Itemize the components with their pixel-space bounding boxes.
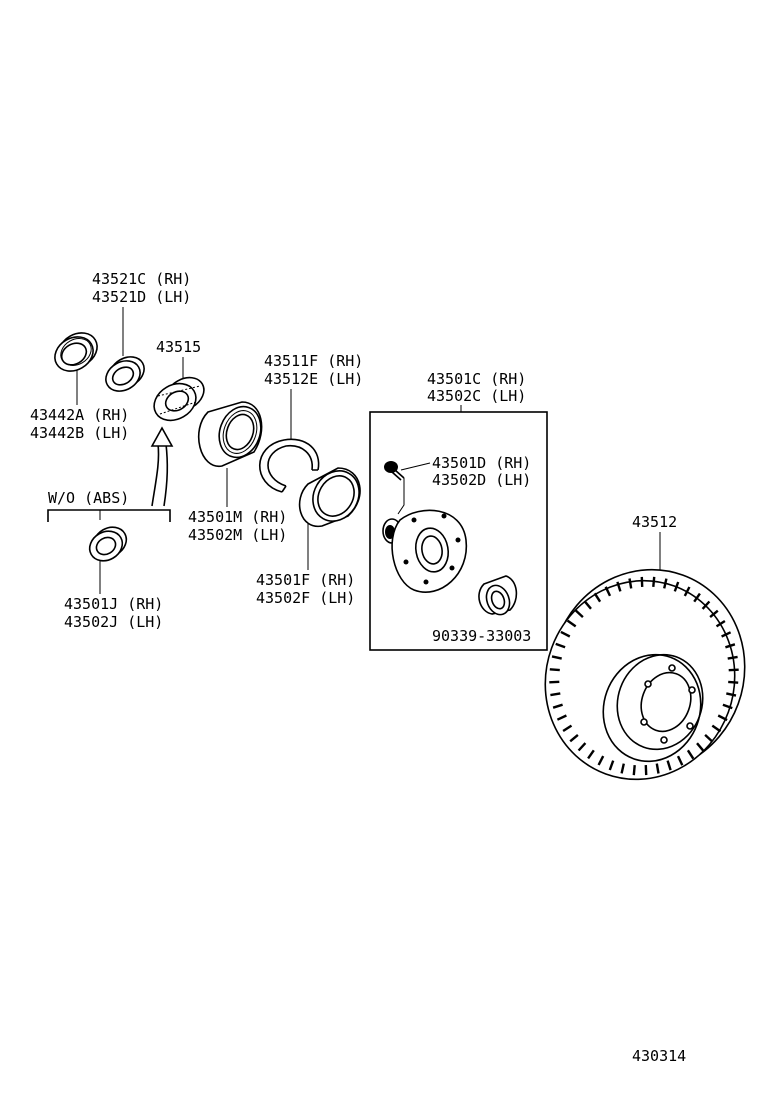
- disc-vent-slot: [630, 579, 632, 589]
- label-wo-abs: W/O (ABS): [48, 489, 129, 507]
- label-43512e: 43512E (LH): [264, 370, 363, 388]
- label-43502m: 43502M (LH): [188, 526, 287, 544]
- axle-hub-43501c-icon: [383, 510, 466, 592]
- disc-vent-slot: [728, 682, 738, 683]
- label-90339: 90339-33003: [432, 627, 531, 645]
- label-43501f: 43501F (RH): [256, 571, 355, 589]
- disc-vent-slot: [653, 577, 654, 587]
- label-43501c: 43501C (RH): [427, 370, 526, 388]
- label-43502d: 43502D (LH): [432, 471, 531, 489]
- wo-abs-bracket: [48, 510, 170, 522]
- hub-bearing-43501m-icon: [199, 401, 268, 467]
- hub-cap-90339-icon: [479, 576, 516, 618]
- taper-bearing-43515-icon: [147, 371, 209, 428]
- label-43511f: 43511F (RH): [264, 352, 363, 370]
- diagram-code: 430314: [632, 1047, 686, 1065]
- disc-vent-slot: [729, 670, 739, 671]
- label-43501d: 43501D (RH): [432, 454, 531, 472]
- disc-vent-slot: [657, 764, 659, 774]
- dust-seal-43501f-icon: [300, 462, 368, 529]
- disc-vent-slot: [550, 669, 560, 670]
- label-43501j: 43501J (RH): [64, 595, 163, 613]
- label-43502f: 43502F (LH): [256, 589, 355, 607]
- label-43502j: 43502J (LH): [64, 613, 163, 631]
- oil-seal-43442-icon: [49, 326, 104, 378]
- label-43501m: 43501M (RH): [188, 508, 287, 526]
- disc-vent-slot: [550, 693, 560, 695]
- disc-vent-slot: [634, 765, 635, 775]
- leader-43501d: [401, 463, 430, 470]
- label-43512: 43512: [632, 513, 677, 531]
- arrow-to-bearing-icon: [152, 428, 172, 506]
- leader-bolt-to-hub: [398, 478, 404, 514]
- label-43502c: 43502C (LH): [427, 387, 526, 405]
- disc-vent-slot: [728, 657, 738, 659]
- label-43515: 43515: [156, 338, 201, 356]
- hub-bolt-43501d-icon: [384, 461, 404, 480]
- bearing-race-43521-icon: [100, 351, 149, 397]
- label-43442a: 43442A (RH): [30, 406, 129, 424]
- label-43442b: 43442B (LH): [30, 424, 129, 442]
- label-43521d: 43521D (LH): [92, 288, 191, 306]
- label-43521c: 43521C (RH): [92, 270, 191, 288]
- brake-disc-43512-icon: [517, 542, 760, 806]
- disc-vent-slot: [549, 682, 559, 683]
- abs-ring-43501j-icon: [84, 521, 131, 566]
